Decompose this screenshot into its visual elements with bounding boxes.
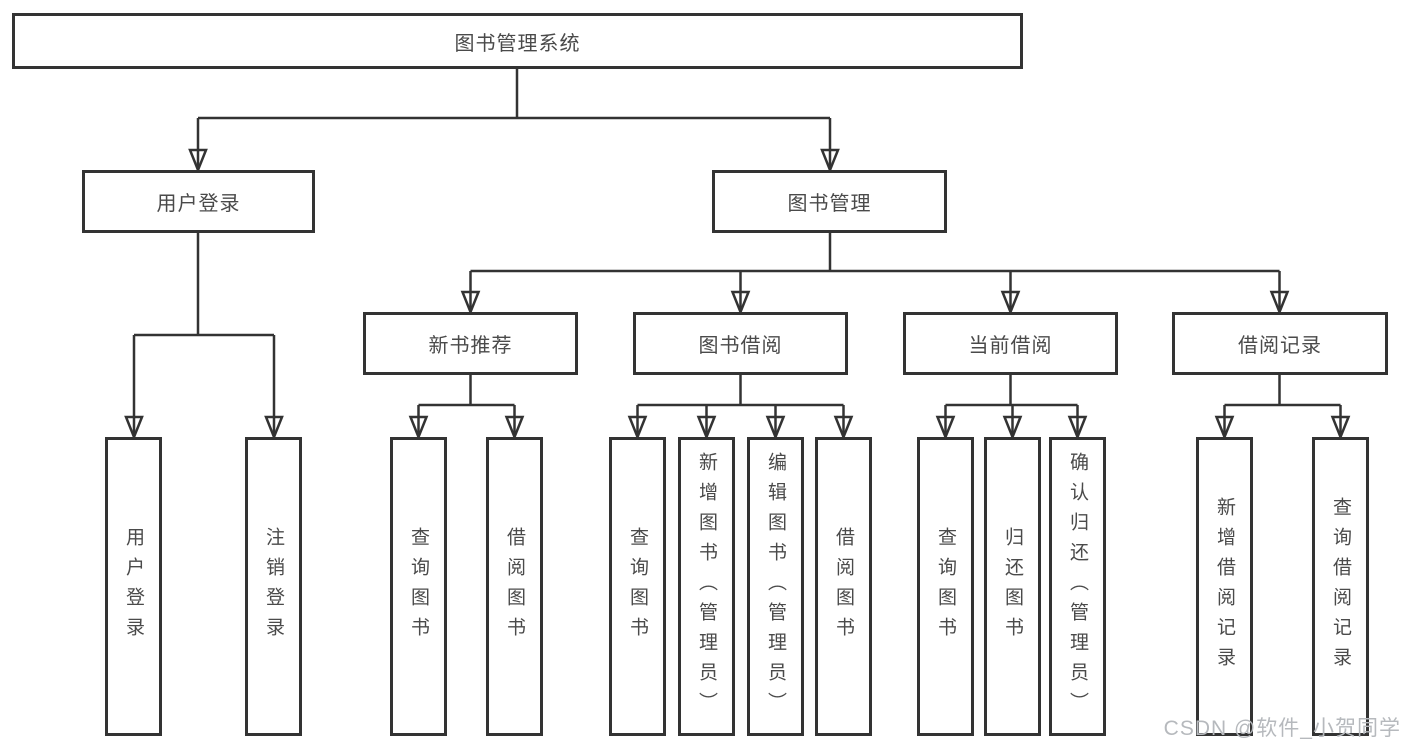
node-new-book-recommendation-label: 新书推荐 xyxy=(428,335,513,357)
leaf-user-login-label: 用户登录 xyxy=(123,526,144,647)
leaf-logout: 注销登录 xyxy=(245,437,302,736)
node-current-borrowing: 当前借阅 xyxy=(903,312,1118,375)
leaf-edit-book-admin-label: 编辑图书（管理员） xyxy=(765,451,786,722)
leaf-add-borrowing-record: 新增借阅记录 xyxy=(1196,437,1253,736)
node-user-login-label: 用户登录 xyxy=(156,193,241,215)
leaf-return-books: 归还图书 xyxy=(984,437,1041,736)
leaf-borrow-books-recommendation: 借阅图书 xyxy=(486,437,543,736)
leaf-confirm-return-admin: 确认归还（管理员） xyxy=(1049,437,1106,736)
leaf-return-books-label: 归还图书 xyxy=(1002,526,1023,647)
leaf-borrow-books: 借阅图书 xyxy=(815,437,872,736)
node-book-management-label: 图书管理 xyxy=(787,193,872,215)
leaf-query-books-borrowing: 查询图书 xyxy=(609,437,666,736)
node-borrowing-records: 借阅记录 xyxy=(1172,312,1388,375)
leaf-query-borrowing-record: 查询借阅记录 xyxy=(1312,437,1369,736)
leaf-borrow-books-recommendation-label: 借阅图书 xyxy=(504,526,525,647)
csdn-watermark: CSDN @软件_小贺同学 xyxy=(1163,717,1401,740)
leaf-query-books-recommendation-label: 查询图书 xyxy=(408,526,429,647)
leaf-query-books-borrowing-label: 查询图书 xyxy=(627,526,648,647)
leaf-query-books-recommendation: 查询图书 xyxy=(390,437,447,736)
leaf-query-borrowing-record-label: 查询借阅记录 xyxy=(1330,496,1351,677)
node-current-borrowing-label: 当前借阅 xyxy=(968,335,1053,357)
leaf-add-borrowing-record-label: 新增借阅记录 xyxy=(1214,496,1235,677)
leaf-edit-book-admin: 编辑图书（管理员） xyxy=(747,437,804,736)
leaf-add-book-admin-label: 新增图书（管理员） xyxy=(696,451,717,722)
leaf-user-login: 用户登录 xyxy=(105,437,162,736)
node-borrowing-records-label: 借阅记录 xyxy=(1238,335,1322,357)
leaf-confirm-return-admin-label: 确认归还（管理员） xyxy=(1067,451,1088,722)
node-system-root: 图书管理系统 xyxy=(12,13,1023,69)
node-book-management: 图书管理 xyxy=(712,170,947,233)
leaf-borrow-books-label: 借阅图书 xyxy=(833,526,854,647)
node-user-login: 用户登录 xyxy=(82,170,315,233)
leaf-query-books-current: 查询图书 xyxy=(917,437,974,736)
node-system-root-label: 图书管理系统 xyxy=(454,32,581,55)
leaf-logout-label: 注销登录 xyxy=(263,526,284,647)
leaf-add-book-admin: 新增图书（管理员） xyxy=(678,437,735,736)
node-book-borrowing: 图书借阅 xyxy=(633,312,848,375)
node-book-borrowing-label: 图书借阅 xyxy=(698,335,783,357)
node-new-book-recommendation: 新书推荐 xyxy=(363,312,578,375)
leaf-query-books-current-label: 查询图书 xyxy=(935,526,956,647)
